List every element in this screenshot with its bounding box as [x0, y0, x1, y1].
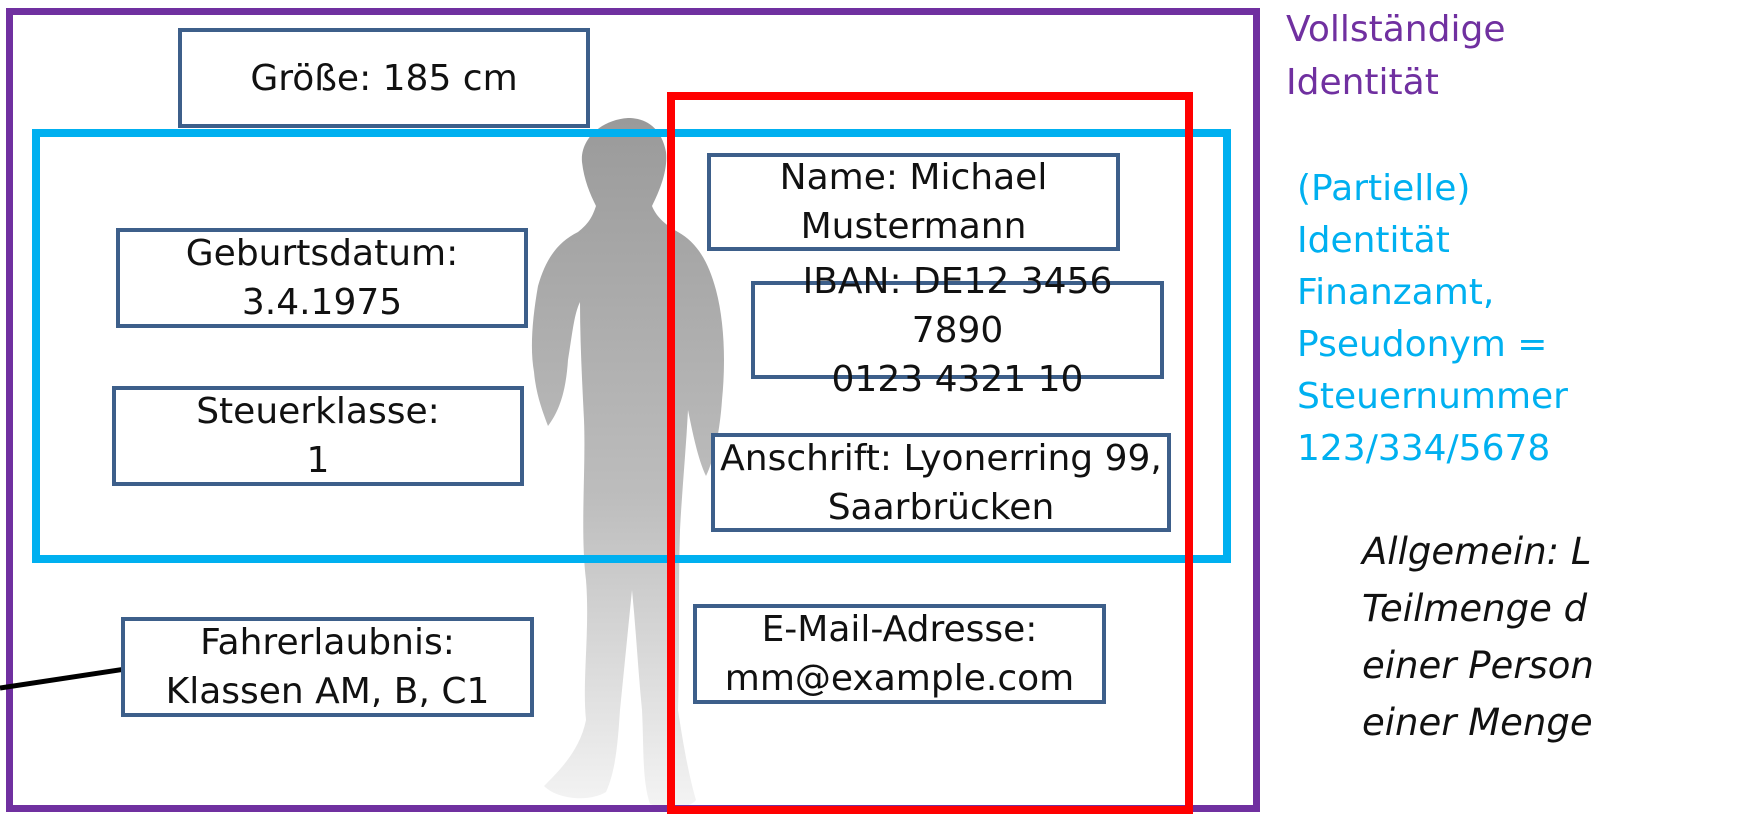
red-subset-frame [667, 92, 1193, 814]
name-attribute-box: Name: Michael Mustermann [707, 153, 1120, 251]
partial-identity-label: (Partielle) Identität Finanzamt, Pseudon… [1297, 168, 1568, 469]
driving-license-attribute-box: Fahrerlaubnis: Klassen AM, B, C1 [121, 617, 534, 717]
birthdate-attribute-box: Geburtsdatum: 3.4.1975 [116, 228, 528, 328]
email-attribute-box: E-Mail-Adresse: mm@example.com [693, 604, 1106, 704]
tax-class-attribute-box: Steuerklasse: 1 [112, 386, 524, 486]
iban-attribute-box: IBAN: DE12 3456 7890 0123 4321 10 [751, 261, 1164, 400]
full-identity-frame [6, 8, 1260, 812]
height-attribute-box: Größe: 185 cm [178, 28, 590, 128]
partial-identity-frame [32, 129, 1231, 563]
general-note: Allgemein: L Teilmenge d einer Person ei… [1362, 530, 1594, 744]
address-attribute-box: Anschrift: Lyonerring 99, Saarbrücken [711, 433, 1171, 532]
full-identity-label: Vollständige Identität [1286, 9, 1506, 103]
person-silhouette-icon [531, 118, 724, 808]
